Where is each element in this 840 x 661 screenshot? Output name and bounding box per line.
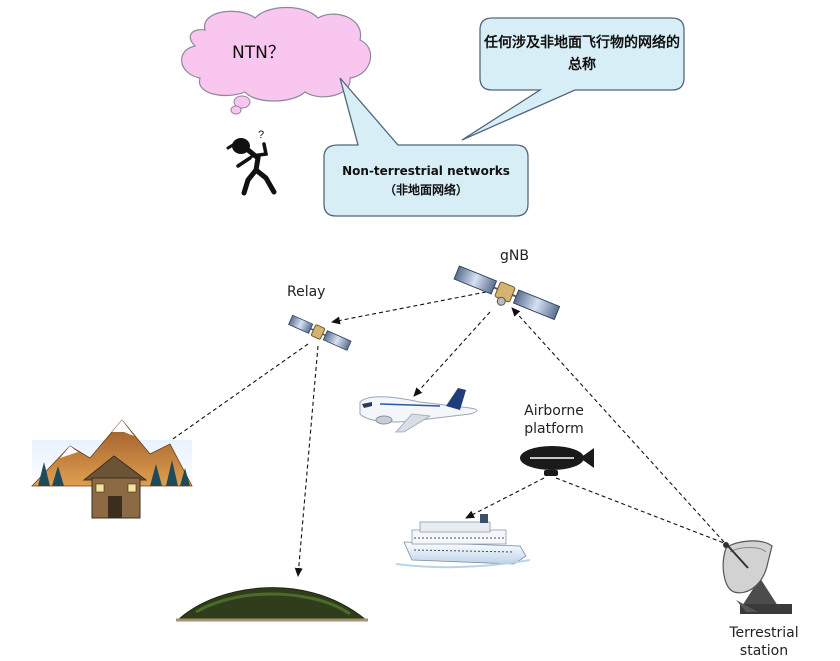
thought-cloud-text: NTN？ [232, 43, 285, 63]
satellite-dish-icon [722, 540, 792, 614]
confused-person-icon: ? [226, 129, 277, 196]
link-airship-ship [465, 477, 545, 519]
callout-en-line2: （非地面网络） [383, 183, 468, 197]
link-airship-station [555, 477, 725, 544]
callout-en-line1: Non-terrestrial networks [342, 164, 510, 178]
svg-text:?: ? [258, 129, 264, 141]
island-icon [176, 587, 368, 622]
airplane-icon [359, 388, 478, 433]
satellite-relay-icon [288, 314, 352, 351]
satellite-gnb-icon [453, 265, 561, 321]
airship-icon [520, 446, 594, 476]
link-relay-mountain [159, 343, 309, 449]
link-gnb-relay [331, 291, 487, 325]
thought-cloud [181, 7, 372, 115]
label-airborne-line1: Airborne [524, 403, 584, 419]
label-terrestrial-station: Terrestrial station [718, 624, 810, 660]
callout-cn-text: 任何涉及非地面飞行物的网络的总称 [484, 35, 680, 73]
link-station-gnb [511, 307, 725, 543]
callout-en-text: Non-terrestrial networks （非地面网络） [326, 162, 526, 200]
callout-cn [461, 17, 685, 141]
label-gnb: gNB [500, 248, 529, 264]
label-terrestrial-line2: station [739, 643, 789, 659]
cruise-ship-icon [395, 514, 531, 569]
label-airborne-platform: Airborne platform [516, 402, 592, 438]
label-terrestrial-line1: Terrestrial [729, 625, 799, 641]
link-relay-island [294, 345, 319, 577]
callout-en [323, 77, 529, 217]
mountain-house-icon [31, 419, 193, 519]
label-relay: Relay [287, 284, 326, 300]
links [159, 291, 725, 577]
label-airborne-line2: platform [524, 421, 584, 437]
link-gnb-airplane [413, 311, 491, 397]
